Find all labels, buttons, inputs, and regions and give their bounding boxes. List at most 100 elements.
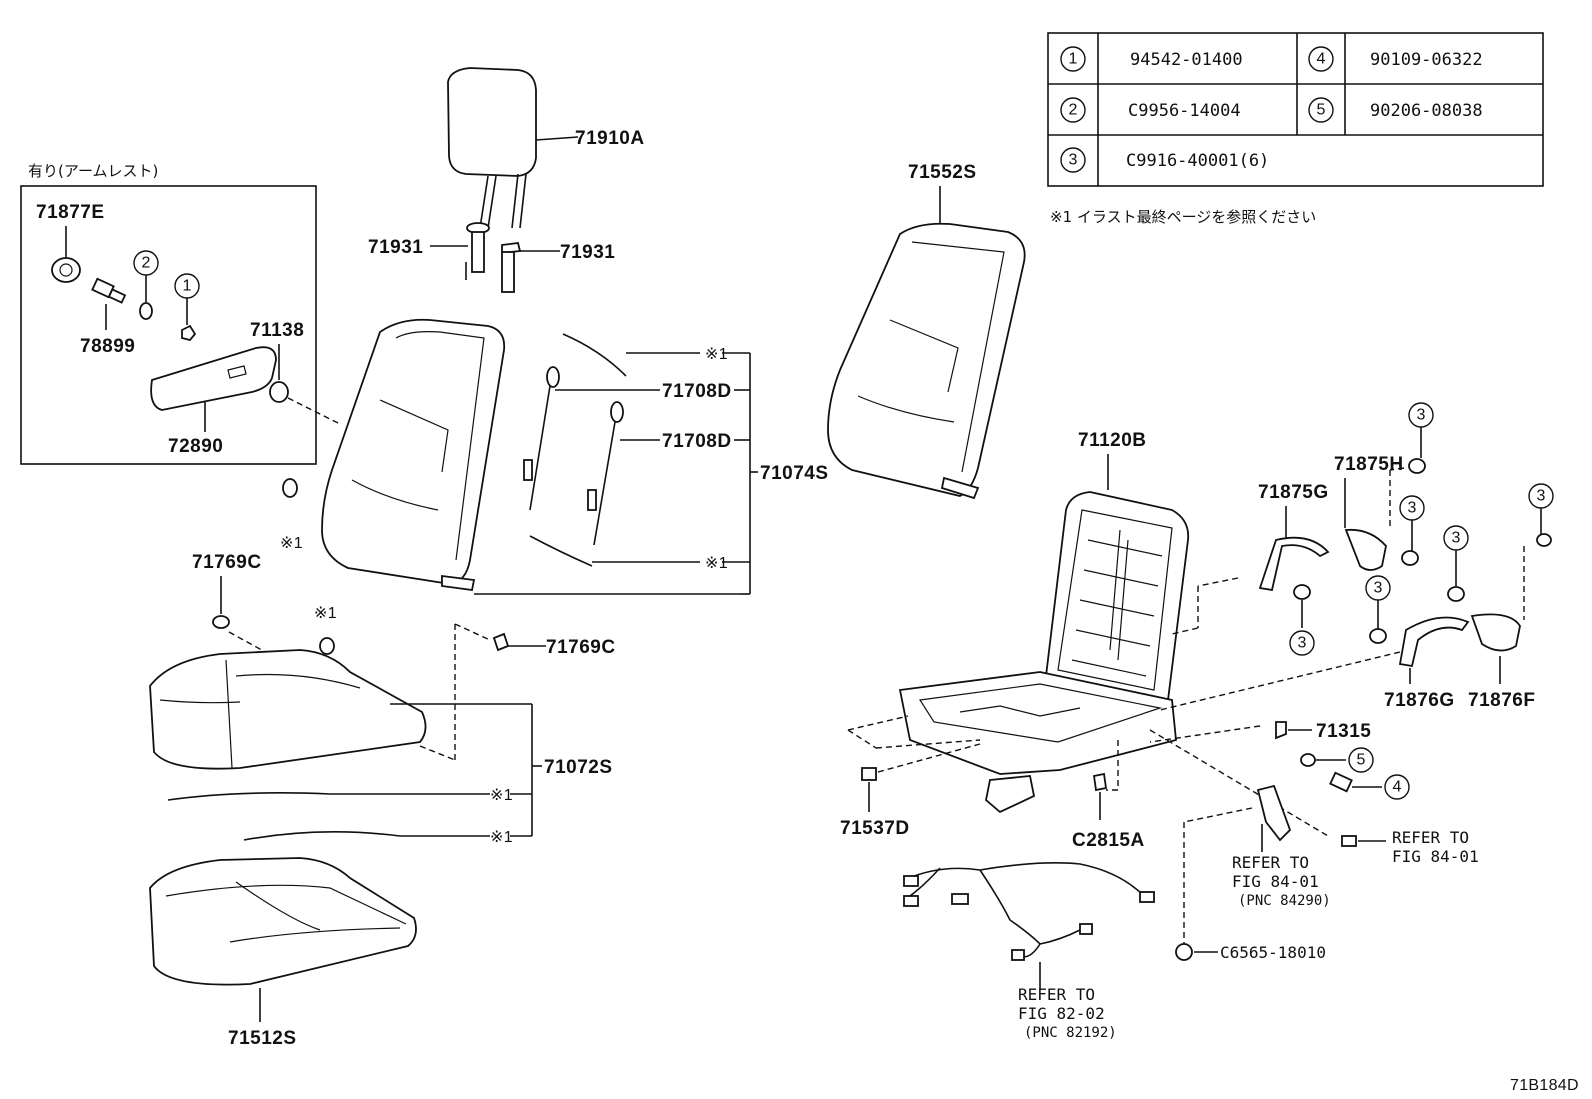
clip-71769C-left bbox=[212, 615, 230, 629]
ref-bolt-fig: FIG 84-01 bbox=[1392, 847, 1479, 866]
callout-3-b: 3 bbox=[1417, 407, 1426, 424]
headrest-71910A bbox=[447, 67, 537, 177]
ref-harness-fig: FIG 82-02 bbox=[1018, 1004, 1105, 1023]
mark-1-c: ※1 bbox=[314, 605, 337, 622]
legend-table: 1 2 3 4 5 94542-01400 C9956-14004 C9916-… bbox=[1047, 32, 1544, 187]
clip-1 bbox=[181, 324, 197, 342]
seat-cushion-cover-body bbox=[149, 649, 427, 770]
part-71876G: 3 3 71876G bbox=[1365, 525, 1470, 711]
legend-part-4: 90109-06322 bbox=[1370, 50, 1483, 70]
mark-1-a: ※1 bbox=[705, 346, 728, 363]
ref-sensor-line1: REFER TO bbox=[1232, 853, 1309, 872]
label-C2815A: C2815A bbox=[1072, 830, 1145, 851]
frame-bracket bbox=[985, 775, 1036, 814]
legend-part-5: 90206-08038 bbox=[1370, 101, 1483, 121]
legend-num-1: 1 bbox=[1069, 51, 1078, 68]
cover-71876G bbox=[1398, 616, 1470, 668]
label-71931-right: 71931 bbox=[560, 242, 615, 263]
label-71875H: 71875H bbox=[1334, 454, 1404, 475]
guide-71931-left bbox=[465, 222, 490, 280]
label-71769C-left: 71769C bbox=[192, 552, 262, 573]
part-71876F: 3 71876F bbox=[1468, 483, 1554, 711]
callout-3-f: 3 bbox=[1537, 488, 1546, 505]
label-71876G: 71876G bbox=[1384, 690, 1455, 711]
figure-code: 71B184D bbox=[1510, 1077, 1579, 1094]
legend-circle-5 bbox=[1308, 97, 1334, 123]
ref-harness-line1: REFER TO bbox=[1018, 985, 1095, 1004]
callout-3-d: 3 bbox=[1452, 530, 1461, 547]
legend-num-2: 2 bbox=[1069, 102, 1078, 119]
wire-harness: REFER TO FIG 82-02 (PNC 82192) bbox=[903, 862, 1155, 1041]
callout-4: 4 bbox=[1393, 779, 1402, 796]
seatback-wires: ※1 71708D 71708D ※1 71074S bbox=[523, 333, 829, 595]
part-78899 bbox=[91, 277, 127, 304]
cover-71875H bbox=[1344, 528, 1387, 571]
seatback-pad: 71552S bbox=[827, 162, 1026, 500]
legend-num-4: 4 bbox=[1317, 51, 1326, 68]
label-71910A: 71910A bbox=[575, 128, 645, 149]
legend-circle-3 bbox=[1060, 147, 1086, 173]
legend-circle-4 bbox=[1308, 46, 1334, 72]
label-71876F: 71876F bbox=[1468, 690, 1535, 711]
mark-1-e: ※1 bbox=[490, 829, 513, 846]
callout-5: 5 bbox=[1357, 752, 1366, 769]
armrest-box: 有り(アームレスト) 71877E 78899 2 1 72890 7113 bbox=[20, 162, 341, 465]
seatback-pad-71552S bbox=[827, 222, 1026, 497]
label-71552S: 71552S bbox=[908, 162, 977, 183]
legend-part-2: C9956-14004 bbox=[1128, 101, 1241, 121]
callout-1-armrest: 1 bbox=[183, 278, 192, 295]
ref-bolt-line1: REFER TO bbox=[1392, 828, 1469, 847]
bolt-71138 bbox=[269, 381, 289, 403]
label-C6565-18010: C6565-18010 bbox=[1220, 943, 1326, 962]
label-71769C-right: 71769C bbox=[546, 637, 616, 658]
clip-seat bbox=[319, 637, 335, 655]
legend-num-3: 3 bbox=[1069, 152, 1078, 169]
cover-71876F bbox=[1470, 613, 1521, 652]
part-C2815A: C2815A bbox=[1072, 772, 1145, 851]
label-71537D: 71537D bbox=[840, 818, 910, 839]
ref-sensor-fig: FIG 84-01 bbox=[1232, 872, 1319, 891]
ref-sensor-pnc: (PNC 84290) bbox=[1238, 893, 1331, 909]
mark-1-d: ※1 bbox=[490, 787, 513, 804]
legend-part-1: 94542-01400 bbox=[1130, 50, 1243, 70]
label-71875G: 71875G bbox=[1258, 482, 1329, 503]
armrest-box-title: 有り(アームレスト) bbox=[28, 162, 158, 180]
ref-harness-pnc: (PNC 82192) bbox=[1024, 1025, 1117, 1041]
legend-num-5: 5 bbox=[1317, 102, 1326, 119]
bracket-71315 bbox=[1275, 721, 1287, 740]
part-71875G: 71875G 3 bbox=[1258, 482, 1330, 656]
legend-circle-2 bbox=[1060, 97, 1086, 123]
part-sensor-bracket: REFER TO FIG 84-01 (PNC 84290) bbox=[1183, 784, 1331, 944]
clip-2 bbox=[139, 302, 153, 320]
label-71708D-b: 71708D bbox=[662, 431, 732, 452]
guide-71931-right bbox=[501, 242, 522, 293]
seat-cushion-cover: 71769C ※1 71769C ※1 ※1 71072S bbox=[149, 552, 616, 846]
legend-circle-1 bbox=[1060, 46, 1086, 72]
callout-2-armrest: 2 bbox=[142, 255, 151, 272]
cover-71875G bbox=[1258, 536, 1330, 592]
label-72890: 72890 bbox=[168, 436, 223, 457]
sensor-bracket bbox=[1256, 784, 1292, 842]
label-71138: 71138 bbox=[250, 320, 304, 341]
clip-71769C-right bbox=[492, 632, 510, 652]
callout-3-a: 3 bbox=[1298, 635, 1307, 652]
knob-71877E bbox=[51, 257, 81, 283]
legend-note: ※1 イラスト最終ページを参照ください bbox=[1050, 208, 1316, 226]
label-71074S: 71074S bbox=[760, 463, 829, 484]
legend-part-3: C9916-40001(6) bbox=[1126, 151, 1269, 171]
label-71931-left: 71931 bbox=[368, 237, 423, 258]
label-78899: 78899 bbox=[80, 336, 135, 357]
label-71120B: 71120B bbox=[1078, 430, 1147, 451]
clip-seatback bbox=[282, 478, 298, 498]
seatback-frame bbox=[1045, 491, 1190, 702]
label-71708D-a: 71708D bbox=[662, 381, 732, 402]
armrest-72890 bbox=[150, 346, 277, 411]
label-71512S: 71512S bbox=[228, 1028, 297, 1049]
callout-3-e: 3 bbox=[1374, 580, 1383, 597]
callout-3-c: 3 bbox=[1408, 500, 1417, 517]
seat-cushion-pad: 71512S bbox=[149, 857, 417, 1049]
headrest-assembly: 71910A 71931 71931 bbox=[368, 67, 645, 293]
mark-1-left: ※1 bbox=[280, 535, 303, 552]
part-71315: 71315 5 4 bbox=[1275, 721, 1410, 800]
